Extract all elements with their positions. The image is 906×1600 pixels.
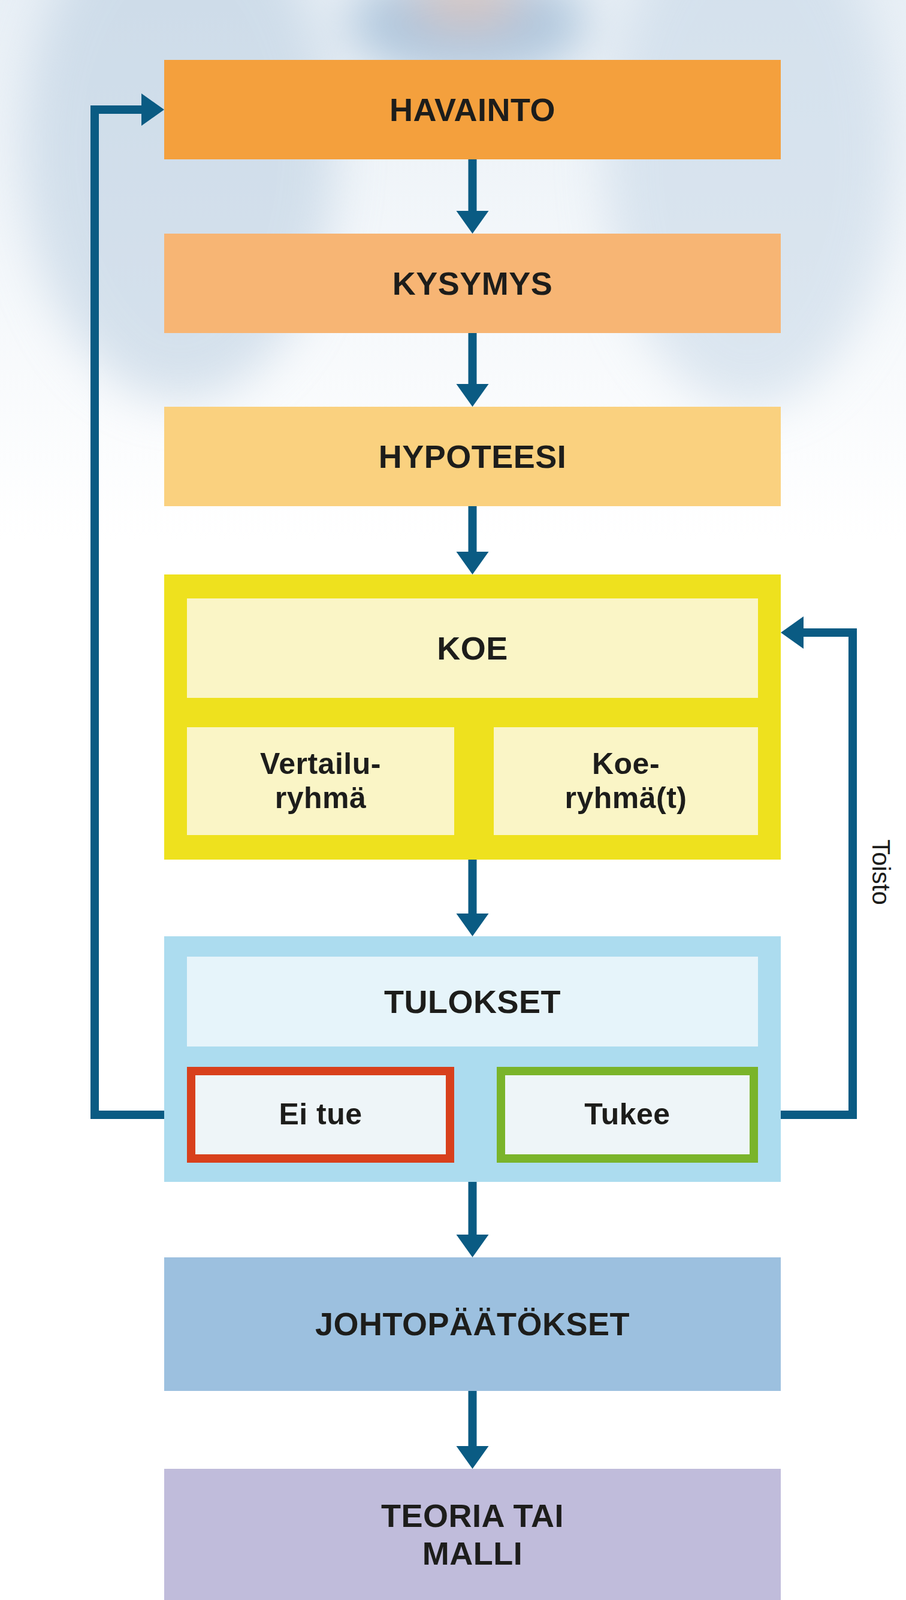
connector-line bbox=[468, 1182, 477, 1237]
flow-arrow bbox=[456, 506, 489, 575]
results-group: TULOKSET Ei tue Tukee bbox=[164, 936, 781, 1183]
flow-arrow bbox=[456, 333, 489, 407]
step-box: HYPOTEESI bbox=[164, 406, 781, 507]
flow-arrow bbox=[456, 159, 489, 234]
flow-arrow bbox=[456, 859, 489, 937]
connector-line bbox=[468, 159, 477, 213]
step-label: Vertailu- ryhmä bbox=[224, 747, 417, 817]
arrow-head bbox=[456, 913, 489, 937]
skin-shade bbox=[413, 0, 522, 24]
step-box: JOHTOPÄÄTÖKSET bbox=[164, 1257, 781, 1392]
step-box: TEORIA TAI MALLI bbox=[164, 1469, 781, 1600]
step-label: KOE bbox=[436, 629, 509, 667]
outcome-box: Tukee bbox=[496, 1067, 758, 1164]
arrow-head bbox=[456, 210, 489, 234]
step-box: KYSYMYS bbox=[164, 233, 781, 334]
flow-arrow bbox=[456, 1182, 489, 1258]
arrow-head bbox=[456, 1446, 489, 1470]
edge-label: Toisto bbox=[867, 839, 895, 906]
step-label: JOHTOPÄÄTÖKSET bbox=[315, 1305, 630, 1343]
step-label: KYSYMYS bbox=[392, 264, 554, 302]
connector-line bbox=[468, 1391, 477, 1448]
step-label: HYPOTEESI bbox=[378, 438, 567, 476]
experiment-group: KOE Vertailu- ryhmä Koe- ryhmä(t) bbox=[164, 574, 781, 860]
arrow-head bbox=[456, 1234, 489, 1258]
step-label: TEORIA TAI MALLI bbox=[334, 1497, 611, 1572]
heading-band: KOE bbox=[186, 598, 758, 699]
step-label: Tukee bbox=[584, 1097, 670, 1133]
connector-line bbox=[468, 333, 477, 386]
connector-line bbox=[468, 506, 477, 554]
heading-band: TULOKSET bbox=[186, 956, 758, 1047]
arrow-head bbox=[780, 616, 804, 649]
arrow-head bbox=[456, 384, 489, 407]
flow-arrow bbox=[456, 1391, 489, 1470]
outcome-box: Ei tue bbox=[186, 1067, 455, 1164]
step-label: Ei tue bbox=[278, 1097, 362, 1133]
connector-line bbox=[468, 859, 477, 915]
step-box: HAVAINTO bbox=[164, 59, 781, 160]
step-label: Koe- ryhmä(t) bbox=[530, 747, 723, 817]
group-box: Koe- ryhmä(t) bbox=[493, 727, 758, 836]
step-label: HAVAINTO bbox=[389, 91, 556, 129]
step-label: TULOKSET bbox=[384, 983, 561, 1021]
arrow-head bbox=[141, 93, 165, 126]
group-box: Vertailu- ryhmä bbox=[186, 727, 455, 836]
arrow-head bbox=[456, 551, 489, 575]
